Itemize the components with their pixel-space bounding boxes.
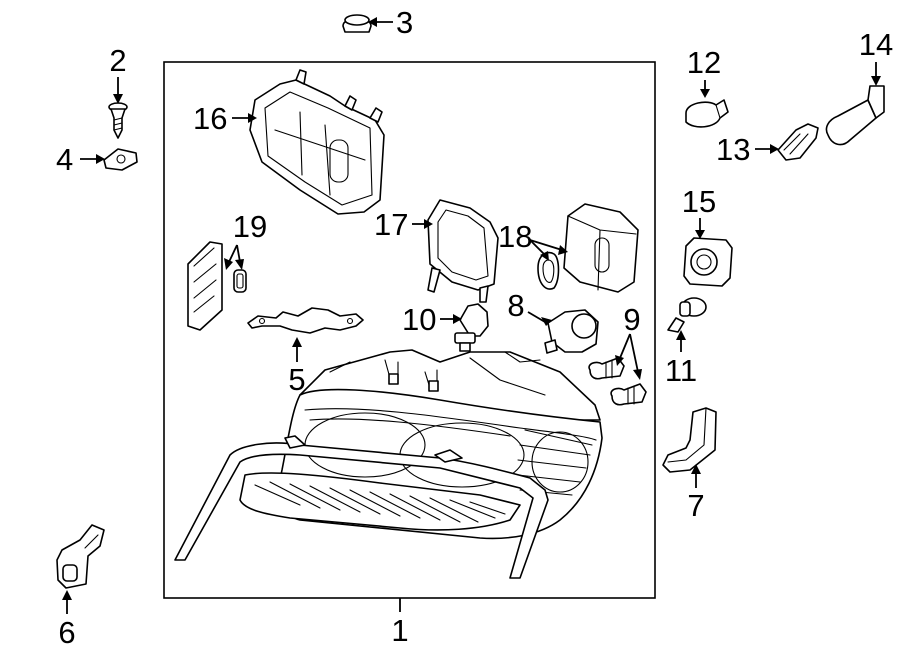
callout-5: 5	[288, 362, 305, 397]
rear-cap	[683, 237, 733, 287]
plug-cap	[342, 14, 372, 33]
leader-lines	[62, 17, 881, 614]
callout-18: 18	[498, 219, 532, 254]
control-module	[187, 241, 247, 331]
callout-6: 6	[58, 615, 75, 650]
adjuster	[56, 524, 105, 589]
bulb	[667, 297, 707, 333]
callout-7: 7	[687, 488, 704, 523]
screw	[108, 102, 128, 139]
bulb-socket	[544, 309, 599, 354]
halogen-bulb	[454, 303, 489, 352]
bulb-12	[685, 99, 729, 128]
ballast-module	[537, 203, 639, 293]
wedge-bulb	[777, 123, 819, 161]
callout-19: 19	[233, 209, 267, 244]
small-bulbs	[588, 357, 647, 406]
callout-11: 11	[665, 353, 697, 388]
rear-housing-frame	[249, 69, 385, 215]
callout-12: 12	[687, 45, 721, 80]
headlamp-housing	[174, 349, 603, 579]
callout-2: 2	[109, 43, 126, 78]
lamp-frame	[427, 199, 499, 303]
callout-labels: 1 2 3 4 5 6 7 8 9 10 11 12 13 14 15 16 1…	[56, 5, 893, 650]
callout-10: 10	[402, 302, 436, 337]
callout-15: 15	[682, 184, 716, 219]
assembly-frame	[163, 61, 656, 599]
callout-17: 17	[374, 207, 408, 242]
callout-13: 13	[716, 132, 750, 167]
side-bracket	[662, 407, 717, 473]
bulb-socket-14	[825, 85, 885, 146]
callout-9: 9	[623, 302, 640, 337]
callout-4: 4	[56, 142, 73, 177]
callout-16: 16	[193, 101, 227, 136]
callout-3: 3	[396, 5, 413, 40]
callout-1: 1	[391, 613, 408, 648]
mounting-bracket	[247, 307, 364, 334]
callout-14: 14	[859, 27, 893, 62]
clip-nut	[103, 148, 138, 171]
callout-8: 8	[507, 288, 524, 323]
